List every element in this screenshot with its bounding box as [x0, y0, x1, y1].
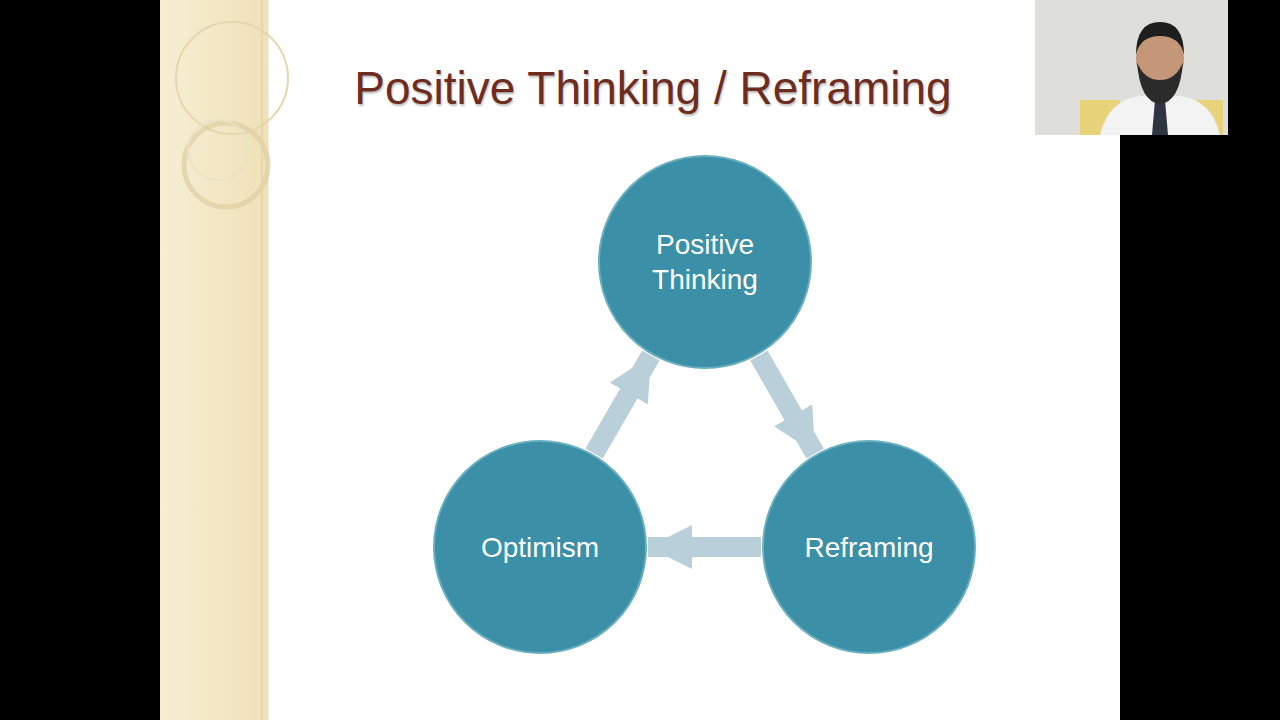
- band-line: [268, 0, 269, 720]
- decor-circle: [184, 123, 268, 207]
- cycle-arrow: [759, 356, 815, 454]
- webcam-background: [1035, 0, 1228, 135]
- slide-title: Positive Thinking / Reframing: [300, 64, 1006, 112]
- band-line: [261, 0, 263, 720]
- beard: [1137, 62, 1183, 104]
- circle-shape: [597, 154, 813, 370]
- node-label: Reframing: [804, 530, 933, 565]
- process-circle: Reframing: [761, 439, 977, 655]
- side-band: [160, 0, 268, 720]
- circle-fill: [599, 156, 811, 368]
- process-circle: Positive Thinking: [597, 154, 813, 370]
- node-label: Optimism: [481, 530, 599, 565]
- cycle-arrow: [594, 355, 651, 453]
- slide-area: [160, 0, 1120, 720]
- cycle-arrow: [648, 537, 761, 557]
- hair: [1136, 22, 1184, 55]
- node-label: Positive Thinking: [651, 227, 759, 297]
- circle-fill: [434, 441, 646, 653]
- process-circle: Optimism: [432, 439, 648, 655]
- decor-circle: [176, 22, 288, 134]
- webcam-inset: [1035, 0, 1228, 135]
- circle-fill: [763, 441, 975, 653]
- tie: [1152, 100, 1168, 135]
- decor-circle: [188, 120, 248, 180]
